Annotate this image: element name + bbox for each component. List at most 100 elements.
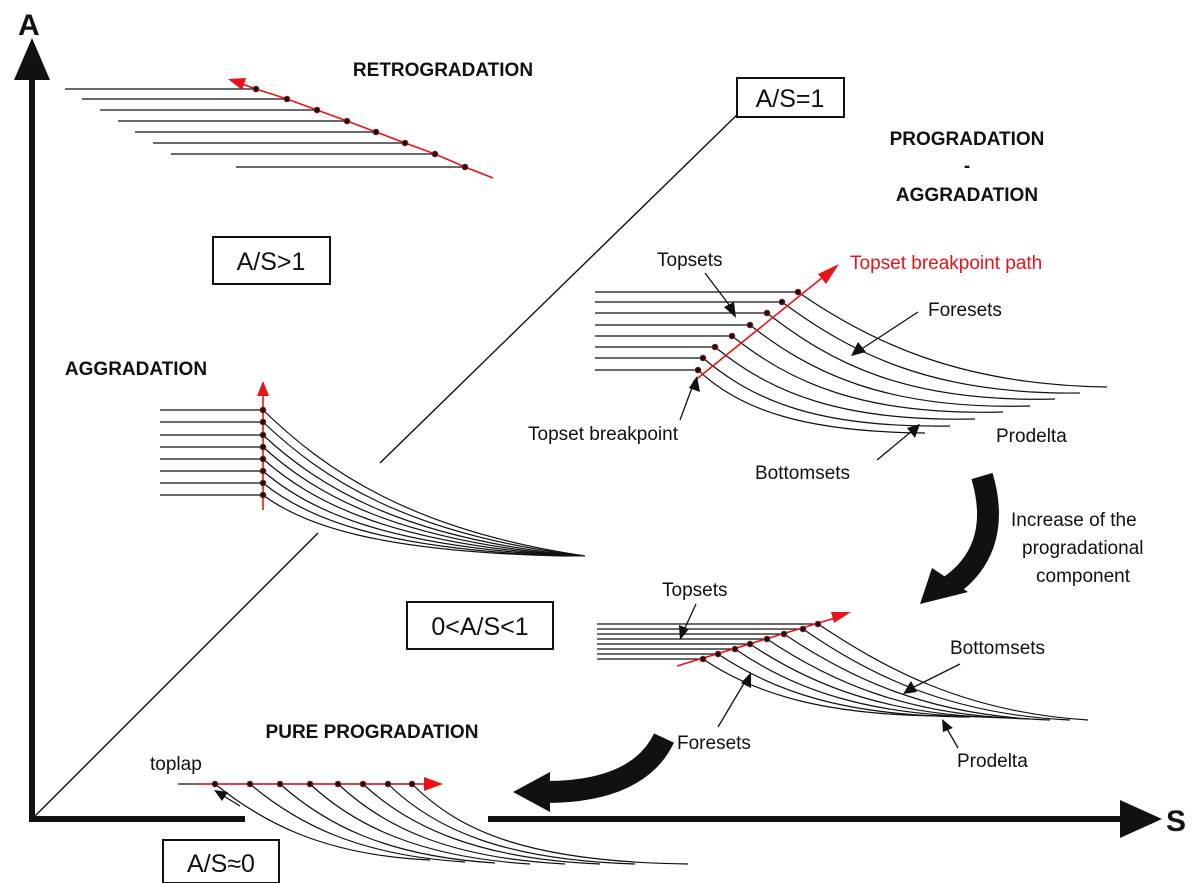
breakpoint-dot	[408, 780, 416, 788]
foreset-curve	[766, 638, 1031, 720]
regime-title-aggradation-sub: AGGRADATION	[896, 185, 1038, 206]
pointer-line	[704, 272, 734, 311]
ratio-box-greater: A/S>1	[212, 236, 331, 285]
breakpoint-dot	[780, 630, 788, 638]
pointer-line	[683, 603, 697, 631]
pointer-arrowhead	[214, 790, 228, 801]
regime-title-retrogradation: RETROGRADATION	[353, 60, 533, 81]
foreset-curve	[702, 357, 951, 427]
lower-label-foresets: Foresets	[677, 733, 751, 754]
foreset-curve	[262, 446, 578, 557]
pointer-line	[859, 311, 919, 351]
pointer-arrowhead	[741, 672, 751, 688]
transition-arrow-head	[920, 568, 968, 604]
foreset-curve	[249, 783, 466, 863]
breakpoint-dot	[372, 128, 380, 136]
aggradation-path-arrowhead	[257, 381, 269, 396]
foreset-curve	[781, 301, 1081, 394]
foreset-curve	[714, 346, 976, 420]
progradation-arrow-shaft	[544, 732, 674, 803]
foreset-curve	[279, 783, 496, 864]
upper-label-bottomsets: Bottomsets	[755, 463, 850, 484]
breakpoint-dot	[731, 645, 739, 653]
pointer-line	[717, 679, 747, 728]
pure-progradation-path-arrowhead	[424, 777, 443, 791]
progradation-arrow-head	[513, 772, 550, 812]
upper-label-prodelta: Prodelta	[996, 426, 1067, 447]
breakpoint-dot	[313, 106, 321, 114]
foreset-curve	[214, 783, 431, 861]
ratio-box-between: 0<A/S<1	[406, 601, 554, 650]
breakpoint-dot	[259, 443, 267, 451]
pointer-arrowhead	[851, 342, 866, 356]
breakpoint-dot	[799, 625, 807, 633]
transition-arrow-shaft	[943, 472, 999, 596]
upper-label-breakpoint-path: Topset breakpoint path	[850, 253, 1042, 274]
foreset-curve	[262, 421, 584, 557]
ratio-box-frame	[212, 236, 331, 285]
pointer-arrowhead	[689, 376, 700, 392]
breakpoint-dot	[283, 95, 291, 103]
ratio-box-frame	[406, 601, 554, 650]
breakpoint-dot	[276, 780, 284, 788]
breakpoint-dot	[431, 150, 439, 158]
ratio-label-between: 0<A/S<1	[431, 613, 528, 641]
ratio-box-equal: A/S=1	[736, 77, 845, 118]
lower-label-bottomsets: Bottomsets	[950, 638, 1045, 659]
pointer-line	[945, 726, 959, 749]
foreset-curve	[262, 494, 566, 557]
breakpoint-dot	[699, 655, 707, 663]
pointer-line	[876, 430, 913, 461]
foreset-curve	[337, 783, 566, 865]
lower-wedge-breakpoints	[699, 620, 822, 663]
foreset-curve	[387, 783, 636, 865]
upper-wedge-breakpoints	[694, 288, 802, 374]
breakpoint-dot	[259, 479, 267, 487]
breakpoint-dot	[384, 780, 392, 788]
regime-title-separator: -	[964, 156, 970, 177]
foreset-curve	[262, 409, 586, 557]
pointer-arrowhead	[907, 424, 920, 438]
foreset-curve	[309, 783, 531, 865]
breakpoint-dot	[746, 640, 754, 648]
breakpoint-dot	[699, 354, 707, 362]
foreset-curve	[734, 648, 991, 718]
breakpoint-dot	[343, 117, 351, 125]
foreset-curve	[262, 434, 581, 557]
foreset-curve	[697, 369, 926, 434]
breakpoint-dot	[711, 343, 719, 351]
pointer-arrowhead	[679, 625, 689, 640]
breakpoint-dot	[794, 288, 802, 296]
breakpoint-dot	[728, 332, 736, 340]
foreset-curve	[731, 335, 1004, 413]
upper-wedge-strata	[595, 291, 1108, 434]
pointer-line	[221, 794, 241, 807]
breakpoint-dot	[211, 780, 219, 788]
regime-title-aggradation: AGGRADATION	[65, 359, 207, 380]
pure-progradation-breakpoints	[211, 780, 416, 788]
upper-breakpoint-path	[692, 276, 824, 383]
unity-ratio-line	[31, 109, 743, 820]
breakpoint-dot	[401, 139, 409, 147]
foreset-curve	[262, 458, 575, 557]
retrogradation-breakpoints	[252, 85, 469, 171]
pointer-arrowhead	[903, 681, 917, 694]
breakpoint-dot	[259, 406, 267, 414]
aggradation-breakpoints	[259, 406, 267, 499]
foreset-curve	[262, 482, 569, 557]
breakpoint-dot	[694, 366, 702, 374]
toplap-label: toplap	[150, 754, 202, 775]
axes: A S	[14, 9, 1186, 838]
ratio-box-approx-zero: A/S≈0	[162, 839, 280, 883]
ratio-label-greater: A/S>1	[237, 248, 306, 276]
regime-title-progradation: PROGRADATION	[890, 129, 1045, 150]
lower-path-arrowhead	[831, 612, 851, 623]
ratio-label-equal: A/S=1	[756, 85, 825, 113]
foreset-curve	[702, 658, 951, 717]
foreset-curve	[262, 470, 572, 557]
breakpoint-dot	[763, 309, 771, 317]
foreset-curve	[766, 312, 1056, 400]
pointer-line	[679, 384, 694, 421]
lower-label-topsets: Topsets	[662, 580, 727, 601]
